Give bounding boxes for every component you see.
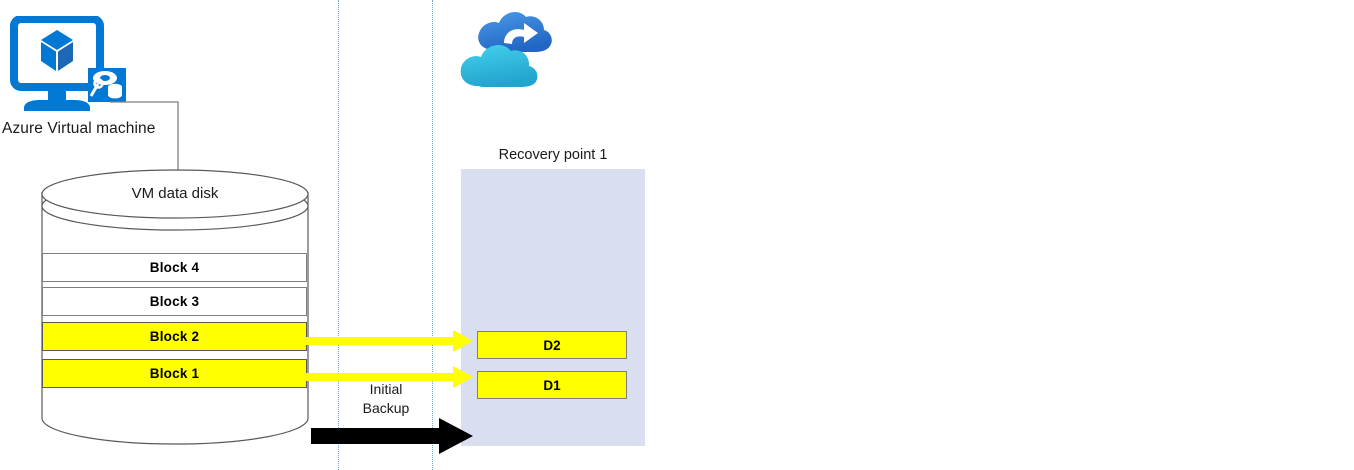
initial-backup-line2: Backup — [362, 400, 410, 416]
block1-to-d1-arrow — [305, 366, 473, 388]
azure-virtual-machine-icon — [10, 15, 130, 116]
cloud-backup-icon — [452, 6, 562, 98]
disk-block-1: Block 1 — [42, 359, 307, 388]
disk-block-3: Block 3 — [42, 287, 307, 316]
azure-vm-caption: Azure Virtual machine — [2, 120, 156, 137]
guide-line-right — [432, 0, 433, 470]
disk-block-2: Block 2 — [42, 322, 307, 351]
disk-block-4: Block 4 — [42, 253, 307, 282]
managed-disk-icon — [88, 68, 126, 102]
recovery-point-1-panel — [461, 169, 645, 446]
recovery-point-1-label: Recovery point 1 — [498, 147, 608, 163]
guide-line-left — [338, 0, 339, 470]
vm-to-disk-connector — [108, 96, 188, 192]
initial-backup-caption: Initial Backup — [340, 380, 432, 418]
recovery-item-d2: D2 — [477, 331, 627, 359]
recovery-item-d1: D1 — [477, 371, 627, 399]
block2-to-d2-arrow — [305, 330, 473, 352]
vm-data-disk-label: VM data disk — [131, 185, 219, 202]
initial-backup-line1: Initial — [369, 381, 403, 397]
initial-backup-arrow — [311, 418, 473, 454]
